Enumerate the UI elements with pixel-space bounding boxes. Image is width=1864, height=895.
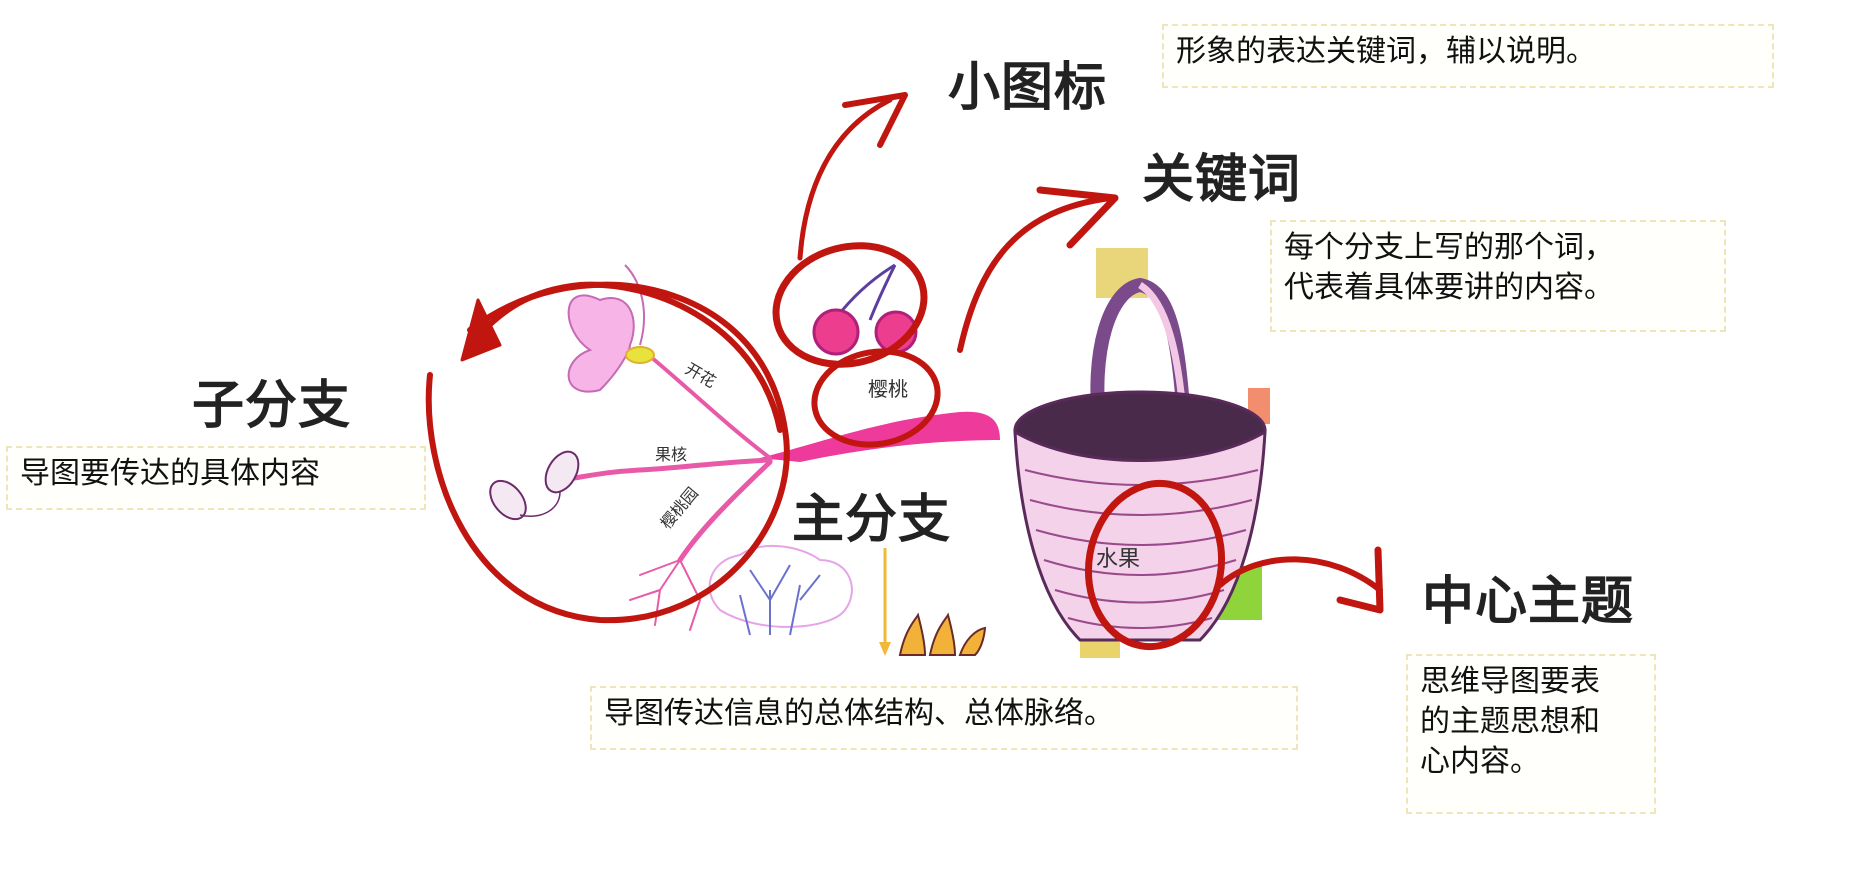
central-topic-description-line: 的主题思想和 [1420, 704, 1600, 739]
basket-icon [1013, 277, 1267, 642]
tree-icon [708, 544, 853, 636]
sub-branch-arrow [467, 281, 783, 433]
keyword-title: 关键词 [1142, 150, 1302, 210]
main-branch-description: 导图传达信息的总体结构、总体脉络。 [590, 686, 1298, 750]
sub-branch-title: 子分支 [192, 376, 352, 436]
main-branch-description-line: 导图传达信息的总体结构、总体脉络。 [604, 696, 1114, 731]
flower-icon [567, 264, 655, 393]
central-topic-word: 水果 [1096, 547, 1140, 572]
icon-circle [772, 242, 928, 368]
keyword-circle [811, 348, 941, 448]
keyword-description-line: 代表着具体要讲的内容。 [1284, 270, 1614, 305]
central-topic-arrowhead-icon [1336, 546, 1384, 614]
annotation-arrows [460, 92, 1384, 614]
icon-title: 小图标 [948, 58, 1108, 118]
icon-arrow [797, 97, 893, 261]
icon-description-line: 形象的表达关键词，辅以说明。 [1176, 34, 1596, 69]
central-topic-title: 中心主题 [1422, 572, 1635, 632]
sub-branch-label-orchard: 樱桃园 [657, 484, 702, 533]
main-branch-icon [760, 411, 1000, 462]
sub-branch-lines-icon [557, 346, 773, 631]
central-topic-circle [1084, 479, 1226, 651]
sub-branch-arrowhead-icon [460, 298, 502, 362]
keyword-arrow [957, 195, 1113, 353]
main-branch-word: 樱桃 [868, 377, 908, 401]
icon-description: 形象的表达关键词，辅以说明。 [1162, 24, 1774, 88]
flame-icon [898, 612, 987, 656]
yellow-block-bottom [1080, 640, 1120, 658]
main-branch-pointer-arrowhead-icon [879, 642, 891, 656]
central-topic-description-line: 心内容。 [1420, 744, 1540, 779]
central-topic-description-line: 思维导图要表 [1420, 664, 1600, 699]
icon-arrowhead-icon [842, 92, 908, 148]
sub-branch-label-seed: 果核 [655, 445, 687, 464]
seed-icon [489, 450, 580, 521]
central-topic-description: 思维导图要表 的主题思想和 心内容。 [1406, 654, 1656, 814]
main-branch-title: 主分支 [792, 490, 952, 550]
central-topic-arrow [1217, 556, 1383, 593]
sub-branch-description: 导图要传达的具体内容 [6, 446, 426, 510]
keyword-description-line: 每个分支上写的那个词， [1284, 230, 1614, 265]
keyword-description: 每个分支上写的那个词， 代表着具体要讲的内容。 [1270, 220, 1726, 332]
sub-branch-description-line: 导图要传达的具体内容 [20, 456, 320, 491]
keyword-arrowhead-icon [1036, 186, 1119, 249]
